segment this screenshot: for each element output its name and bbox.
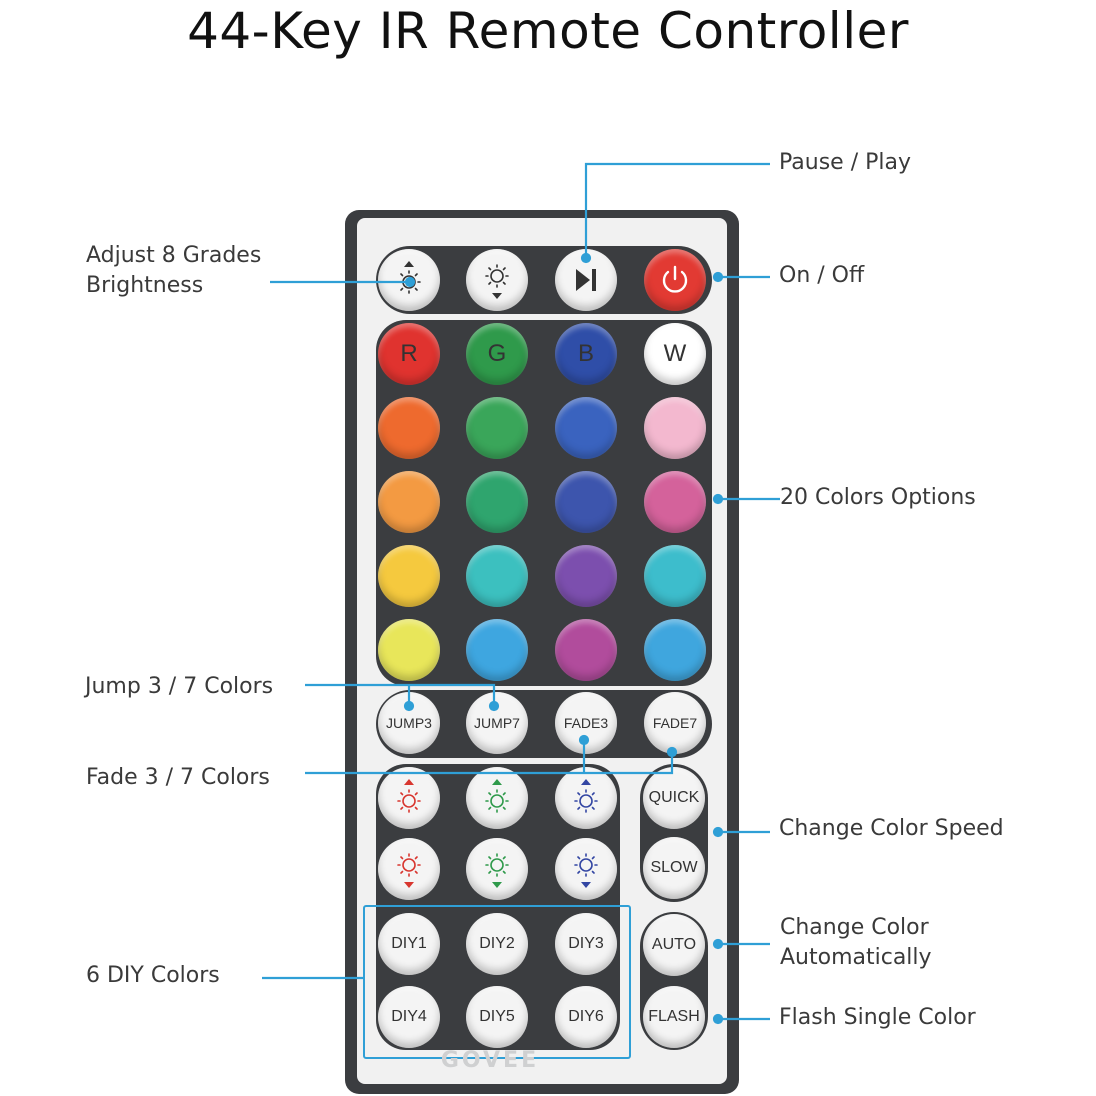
color-button[interactable] <box>466 397 528 459</box>
color-button[interactable]: G <box>466 323 528 385</box>
side-button-label: FLASH <box>648 1008 700 1025</box>
power-button[interactable] <box>644 249 706 311</box>
brand-logo: GOVEE <box>440 1048 540 1073</box>
callout-speed: Change Color Speed <box>779 816 1004 841</box>
fade-line <box>305 752 674 775</box>
diy-button-label: DIY1 <box>391 935 427 952</box>
callout-brightness: Adjust 8 Grades Brightness <box>86 243 262 298</box>
color-button[interactable] <box>555 471 617 533</box>
mode-button-label: FADE7 <box>652 715 698 731</box>
color-up-icon <box>574 779 598 813</box>
color-down-icon <box>574 853 598 888</box>
color-down-icon <box>485 853 509 888</box>
diy-highlight-box <box>363 905 631 1059</box>
callout-on-off: On / Off <box>779 263 865 288</box>
diy-button-label: DIY6 <box>568 1008 604 1025</box>
brightness-down-icon <box>485 264 509 299</box>
diy-button-label: DIY3 <box>568 935 604 952</box>
color-button[interactable] <box>644 471 706 533</box>
color-down-button[interactable] <box>466 838 528 900</box>
color-up-button[interactable] <box>466 767 528 829</box>
mode-button-label: JUMP3 <box>386 715 432 731</box>
diy-button-4[interactable]: DIY4 <box>378 986 440 1048</box>
diy-button-6[interactable]: DIY6 <box>555 986 617 1048</box>
color-button[interactable] <box>466 545 528 607</box>
diy-button-5[interactable]: DIY5 <box>466 986 528 1048</box>
brightness-down-button[interactable] <box>466 249 528 311</box>
flash-button[interactable]: FLASH <box>643 986 705 1048</box>
speed-button-label: QUICK <box>648 789 700 806</box>
color-button-label: B <box>577 340 594 367</box>
callout-diy: 6 DIY Colors <box>86 963 220 988</box>
mode-button-label: FADE3 <box>563 715 609 731</box>
color-button[interactable]: R <box>378 323 440 385</box>
play-pause-icon <box>576 269 596 291</box>
color-button-label: G <box>487 340 507 367</box>
color-down-icon <box>397 853 421 888</box>
color-button[interactable] <box>555 619 617 681</box>
diy-button-label: DIY5 <box>479 1008 515 1025</box>
quick-button[interactable]: QUICK <box>643 767 705 829</box>
slow-button[interactable]: SLOW <box>643 837 705 899</box>
color-button[interactable] <box>555 545 617 607</box>
diy-button-3[interactable]: DIY3 <box>555 913 617 975</box>
color-up-button[interactable] <box>378 767 440 829</box>
color-down-button[interactable] <box>555 838 617 900</box>
play-pause-button[interactable] <box>555 249 617 311</box>
callout-jump: Jump 3 / 7 Colors <box>85 674 274 699</box>
diy-button-label: DIY4 <box>391 1008 427 1025</box>
auto-button[interactable]: AUTO <box>643 914 705 976</box>
mode-button-label: JUMP7 <box>474 715 520 731</box>
pause-play-line <box>584 162 770 258</box>
color-up-icon <box>485 779 509 813</box>
jump-line <box>305 683 496 706</box>
color-button-label: W <box>663 340 687 367</box>
color-down-button[interactable] <box>378 838 440 900</box>
color-button[interactable] <box>378 545 440 607</box>
mode-button-fade7[interactable]: FADE7 <box>644 692 706 754</box>
color-up-button[interactable] <box>555 767 617 829</box>
callout-pause-play: Pause / Play <box>779 150 911 175</box>
color-button[interactable]: W <box>644 323 706 385</box>
color-button-label: R <box>400 340 418 367</box>
color-button[interactable] <box>378 397 440 459</box>
callout-flash: Flash Single Color <box>779 1005 976 1030</box>
power-icon <box>662 265 688 293</box>
color-button[interactable] <box>644 397 706 459</box>
speed-button-label: SLOW <box>650 859 698 876</box>
color-button[interactable] <box>555 397 617 459</box>
diy-button-2[interactable]: DIY2 <box>466 913 528 975</box>
diy-button-label: DIY2 <box>479 935 515 952</box>
color-up-icon <box>397 779 421 813</box>
color-button[interactable] <box>466 471 528 533</box>
color-button[interactable] <box>378 471 440 533</box>
diy-button-1[interactable]: DIY1 <box>378 913 440 975</box>
page-title: 44-Key IR Remote Controller <box>187 2 909 60</box>
color-button[interactable] <box>644 619 706 681</box>
color-button[interactable] <box>378 619 440 681</box>
callout-auto: Change Color Automatically <box>780 915 932 970</box>
callout-colors-options: 20 Colors Options <box>780 485 976 510</box>
callout-fade: Fade 3 / 7 Colors <box>86 765 270 790</box>
side-button-label: AUTO <box>651 936 697 953</box>
color-button[interactable] <box>466 619 528 681</box>
color-button[interactable]: B <box>555 323 617 385</box>
color-button[interactable] <box>644 545 706 607</box>
